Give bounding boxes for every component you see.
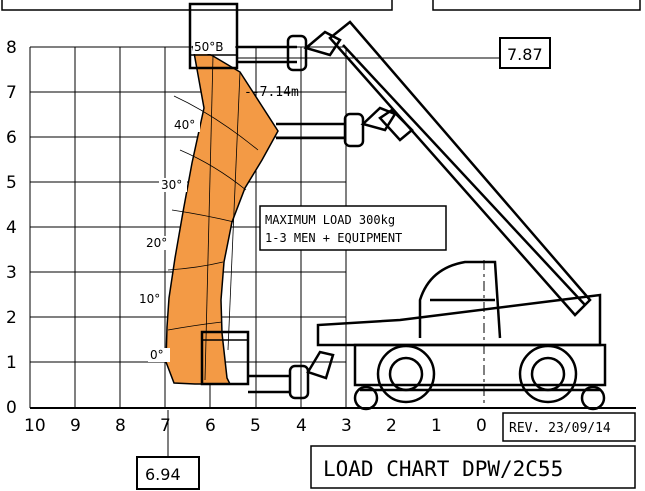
- y-tick: 3: [6, 263, 17, 283]
- envelope-arcs: [167, 55, 259, 381]
- top-right-frame: [432, 0, 641, 11]
- x-axis-labels: 10 9 8 7 6 5 4 3 2 1 0: [24, 416, 487, 436]
- y-tick: 6: [6, 128, 17, 148]
- title-box: [310, 445, 636, 489]
- boom-top: [237, 30, 342, 72]
- telescopic-boom: [328, 20, 592, 317]
- y-tick: 1: [6, 353, 17, 373]
- y-tick: 4: [6, 218, 17, 238]
- top-left-frame: [1, 0, 393, 11]
- x-tick: 8: [115, 416, 126, 436]
- load-note-line-1: MAXIMUM LOAD 300kg: [265, 213, 395, 227]
- revision-label: REV. 23/09/14: [509, 421, 611, 436]
- boom-bottom: [248, 350, 335, 400]
- angle-40: 40°: [174, 118, 195, 132]
- max-height-value: 7.87: [507, 45, 543, 64]
- x-tick: 3: [341, 416, 352, 436]
- load-note-box: [259, 205, 447, 251]
- y-tick: 5: [6, 173, 17, 193]
- x-tick: 0: [476, 416, 487, 436]
- x-tick: 7: [160, 416, 171, 436]
- max-outreach-box: [136, 456, 200, 490]
- max-outreach-value: 6.94: [145, 465, 181, 484]
- bottom-tower: [200, 330, 250, 386]
- y-tick: 2: [6, 308, 17, 328]
- y-tick: 7: [6, 83, 17, 103]
- working-envelope: [165, 45, 279, 385]
- x-tick: 5: [250, 416, 261, 436]
- x-tick: 6: [205, 416, 216, 436]
- vehicle-body: [316, 260, 607, 392]
- max-height-box: [499, 37, 551, 69]
- x-tick: 9: [70, 416, 81, 436]
- angle-10: 10°: [139, 292, 160, 306]
- angle-0: 0°: [150, 348, 164, 362]
- x-tick: 2: [386, 416, 397, 436]
- x-tick: 1: [431, 416, 442, 436]
- chart-title: LOAD CHART DPW/2C55: [323, 457, 563, 481]
- angle-30: 30°: [161, 178, 182, 192]
- y-tick: 8: [6, 38, 17, 58]
- angle-labels: 0° 10° 20° 30° 40° 50°B: [137, 40, 235, 362]
- angle-20: 20°: [146, 236, 167, 250]
- load-note-line-2: 1-3 MEN + EQUIPMENT: [265, 231, 402, 245]
- x-tick: 4: [296, 416, 307, 436]
- angle-50: 50°B: [194, 40, 224, 54]
- y-tick: 0: [6, 398, 17, 418]
- top-tower: [188, 2, 239, 70]
- boom-middle: [276, 106, 397, 148]
- outreach-marker: --7.14m: [244, 85, 299, 100]
- wheels: [353, 344, 606, 411]
- revision-box: [502, 412, 636, 442]
- y-axis-labels: 8 7 6 5 4 3 2 1 0: [6, 38, 17, 418]
- x-tick: 10: [24, 416, 46, 436]
